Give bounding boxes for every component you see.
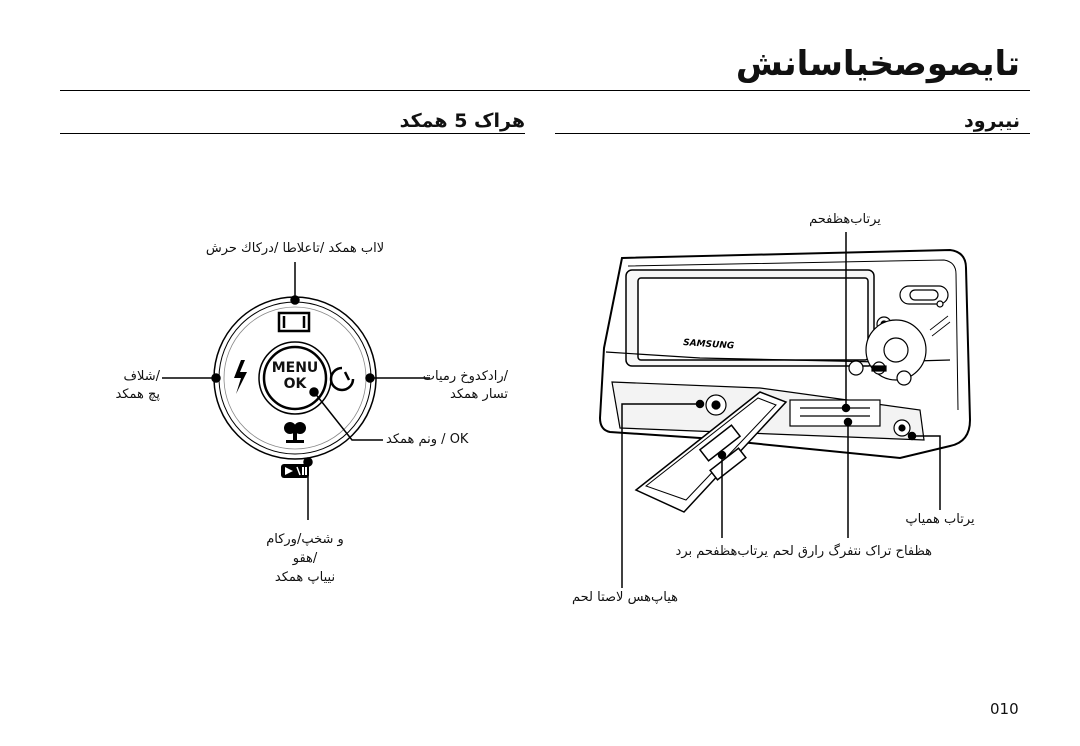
dial-center: MENU OK — [266, 360, 324, 392]
menu-label: MENU — [271, 360, 319, 376]
label-dial-left: /شلاف پچ همکد — [115, 369, 160, 402]
camera-brand: SAMSUNG — [683, 338, 735, 352]
label-dial-ok: OK / ونم همکد — [386, 432, 469, 447]
label-strap: یرتاب همیاپ — [905, 512, 975, 527]
page-number: 010 — [990, 700, 1019, 718]
label-dial-top: لااب همکد /تاعلاطا /دركاك حرش — [205, 241, 385, 256]
dial-leaders — [162, 262, 430, 520]
display-icon — [277, 311, 311, 333]
title-rule — [60, 90, 1030, 91]
label-dial-bottom: و شخپ/ورکام /هقو نییاپ همکد — [266, 532, 344, 585]
camera-buttons — [848, 285, 951, 386]
battery-cover — [634, 391, 788, 513]
camera-leaders — [621, 232, 941, 588]
section-rule-left — [60, 133, 525, 134]
label-card-slot: هظفاح تراک نتفرگ رارق لحم — [772, 544, 932, 559]
label-tripod: هیاپ‌هس لاصتا لحم — [571, 590, 678, 605]
section-title-left: هراک 5 همکد — [399, 110, 525, 132]
play-pause-icon — [281, 464, 309, 478]
page-title: تایصوصخیاسانش — [735, 44, 1020, 84]
flash-icon — [234, 360, 247, 394]
section-rule-right — [555, 133, 1030, 134]
label-battery-cover: یرتاب‌هظفحم برد — [675, 544, 768, 559]
self-timer-icon — [329, 366, 355, 392]
label-battery-top: یرتاب‌هظفحم — [809, 212, 881, 227]
section-title-right: نیبرود — [963, 110, 1020, 132]
label-dial-right: /رادکدوخ رمیات تسار همکد — [422, 369, 508, 402]
ok-label: OK — [283, 376, 307, 392]
macro-icon — [284, 422, 306, 443]
